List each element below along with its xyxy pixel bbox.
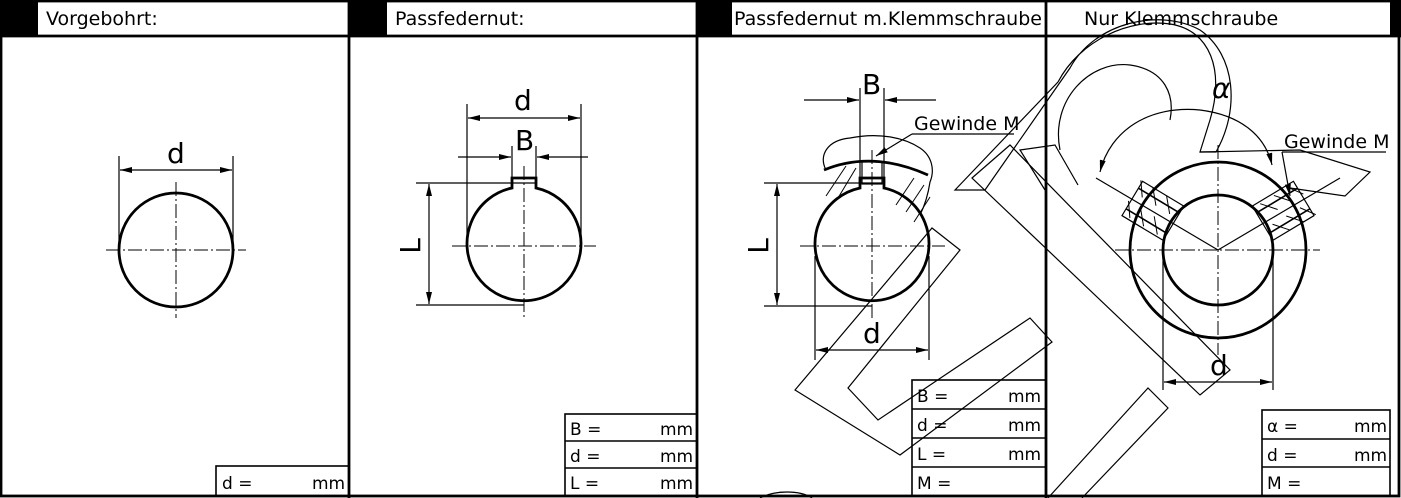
keyway-bore xyxy=(465,176,583,303)
dim-label-b: B xyxy=(515,124,534,157)
dim-label-d: d xyxy=(863,317,881,350)
table-label-d: d = xyxy=(222,474,252,494)
dim-label-d: d xyxy=(1210,349,1228,382)
table-unit-l: mm xyxy=(1008,445,1041,465)
table-label-d: d = xyxy=(570,447,600,467)
table-label-b: B = xyxy=(570,420,601,440)
panel-nur-klemmschraube: α xyxy=(1095,72,1391,497)
table-unit-d: mm xyxy=(1008,416,1041,436)
angle-alpha xyxy=(1099,108,1273,173)
keyway-bore xyxy=(813,176,931,303)
value-table: B = mm d = mm L = mm xyxy=(564,413,698,497)
panel-passfedernut: d B L B = mm d = mm L = mm xyxy=(394,84,698,497)
panel-vorgebohrt: d d = mm xyxy=(106,137,350,497)
table-unit-l: mm xyxy=(660,474,693,494)
value-table: d = mm xyxy=(215,465,350,497)
dim-label-d: d xyxy=(514,84,532,117)
dim-label-d: d xyxy=(167,137,185,170)
table-label-l: L = xyxy=(570,474,599,494)
panel-title-vorgebohrt: Vorgebohrt: xyxy=(46,8,158,30)
panel-title-passfedernut: Passfedernut: xyxy=(395,8,525,30)
value-table: α = mm d = mm M = xyxy=(1261,409,1391,497)
panel-passfedernut-klemmschraube: B Gewinde M L d B = mm d = mm L = mm M = xyxy=(742,68,1047,497)
overlay-strokes xyxy=(759,19,1372,498)
table-unit-d: mm xyxy=(660,447,693,467)
dim-label-l: L xyxy=(742,238,775,254)
table-label-d: d = xyxy=(917,416,947,436)
panel-title-nur-klemmschraube: Nur Klemmschraube xyxy=(1084,8,1278,30)
table-unit-b: mm xyxy=(660,420,693,440)
table-unit-d: mm xyxy=(1354,446,1387,466)
table-unit-b: mm xyxy=(1008,387,1041,407)
dim-label-alpha: α xyxy=(1212,72,1231,105)
table-unit-d: mm xyxy=(312,474,345,494)
panel-title-passfedernut-klemmschraube: Passfedernut m.Klemmschraube xyxy=(734,8,1042,30)
table-label-l: L = xyxy=(917,445,946,465)
thread-label: Gewinde M xyxy=(1284,131,1389,153)
thread-label: Gewinde M xyxy=(914,113,1019,135)
table-label-m: M = xyxy=(917,474,951,494)
dim-label-l: L xyxy=(394,238,427,254)
table-label-b: B = xyxy=(917,387,948,407)
table-label-m: M = xyxy=(1267,474,1301,494)
table-label-d: d = xyxy=(1267,446,1297,466)
threaded-holes xyxy=(1121,180,1316,242)
table-label-alpha: α = xyxy=(1267,417,1298,437)
value-table: B = mm d = mm L = mm M = xyxy=(911,379,1047,497)
table-unit-alpha: mm xyxy=(1354,417,1387,437)
dim-label-b: B xyxy=(862,68,881,101)
